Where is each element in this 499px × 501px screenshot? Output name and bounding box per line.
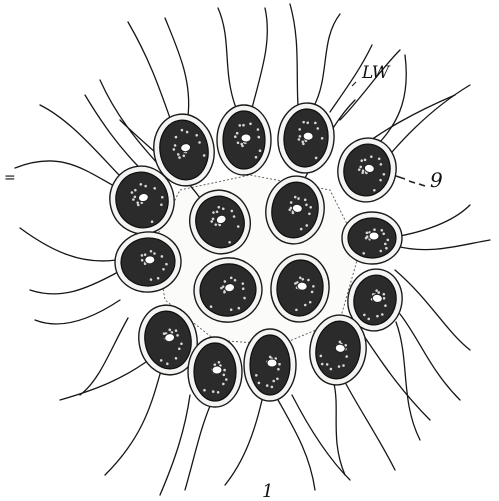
cell: [332, 133, 402, 208]
granule: [225, 378, 228, 381]
flagellum: [218, 8, 236, 108]
flagellum: [35, 300, 120, 324]
granule: [214, 363, 217, 366]
granule: [272, 380, 275, 383]
granule: [255, 374, 258, 377]
granule: [366, 232, 369, 235]
pyrenoid: [212, 366, 222, 374]
edge-mark: =: [4, 170, 16, 186]
label-g: 9: [430, 168, 443, 192]
granule: [218, 361, 221, 364]
granule: [258, 136, 261, 139]
label-g-pointer: [396, 176, 425, 186]
granule: [242, 124, 245, 127]
label-lw-pointer: [352, 82, 356, 86]
granule: [366, 235, 369, 238]
flagellum: [80, 318, 128, 395]
flagellum: [60, 362, 146, 400]
flagellum: [346, 384, 395, 470]
granule: [259, 149, 262, 152]
pyrenoid: [267, 359, 277, 367]
granule: [382, 233, 385, 236]
granule: [271, 386, 274, 389]
flagellum: [278, 400, 315, 490]
flagellum: [105, 374, 160, 475]
pyrenoid: [369, 232, 379, 240]
granule: [387, 239, 390, 242]
granule: [255, 156, 258, 159]
flagellum: [128, 22, 170, 118]
flagellum: [40, 105, 120, 176]
granule: [212, 390, 215, 393]
granule: [278, 363, 281, 366]
flagellum: [396, 240, 490, 250]
flagellum: [20, 228, 116, 261]
flagellum: [334, 384, 345, 475]
granule: [223, 374, 226, 377]
granule: [237, 142, 240, 145]
granule: [380, 250, 383, 253]
flagellum: [290, 4, 298, 106]
flagellum: [30, 272, 118, 294]
granule: [239, 124, 242, 127]
granule: [362, 252, 365, 255]
flagellum: [15, 161, 114, 186]
flagellum: [314, 14, 340, 106]
flagellum: [400, 314, 460, 400]
flagellum: [160, 395, 190, 495]
cell: [342, 212, 402, 264]
flagellum: [392, 85, 470, 152]
granule: [236, 132, 239, 135]
pyrenoid: [297, 282, 308, 291]
granule: [234, 135, 237, 138]
flagellum: [225, 400, 262, 485]
granule: [217, 391, 220, 394]
label-lw: LW: [361, 63, 391, 83]
flagellum: [185, 406, 210, 490]
granule: [258, 382, 261, 385]
granule: [222, 383, 225, 386]
pyrenoid: [303, 132, 314, 141]
granule: [240, 143, 243, 146]
granule: [257, 128, 260, 131]
cell: [275, 101, 337, 176]
granule: [373, 228, 376, 231]
granule: [381, 229, 384, 232]
granule: [277, 368, 280, 371]
granule: [276, 378, 279, 381]
granule: [249, 123, 252, 126]
figure-number: 1: [262, 481, 273, 501]
granule: [203, 389, 206, 392]
pyrenoid: [241, 134, 251, 142]
flagellum: [165, 18, 189, 116]
pyrenoid: [144, 255, 155, 264]
granule: [385, 247, 388, 250]
cell: [217, 105, 271, 175]
flagellum: [395, 270, 470, 350]
granule: [223, 369, 226, 372]
granule: [266, 384, 269, 387]
granule: [384, 243, 387, 246]
flagellum: [252, 8, 267, 108]
cell: [244, 329, 296, 401]
flagellum: [400, 205, 470, 236]
flagellum: [292, 395, 350, 480]
cell: [188, 337, 242, 407]
